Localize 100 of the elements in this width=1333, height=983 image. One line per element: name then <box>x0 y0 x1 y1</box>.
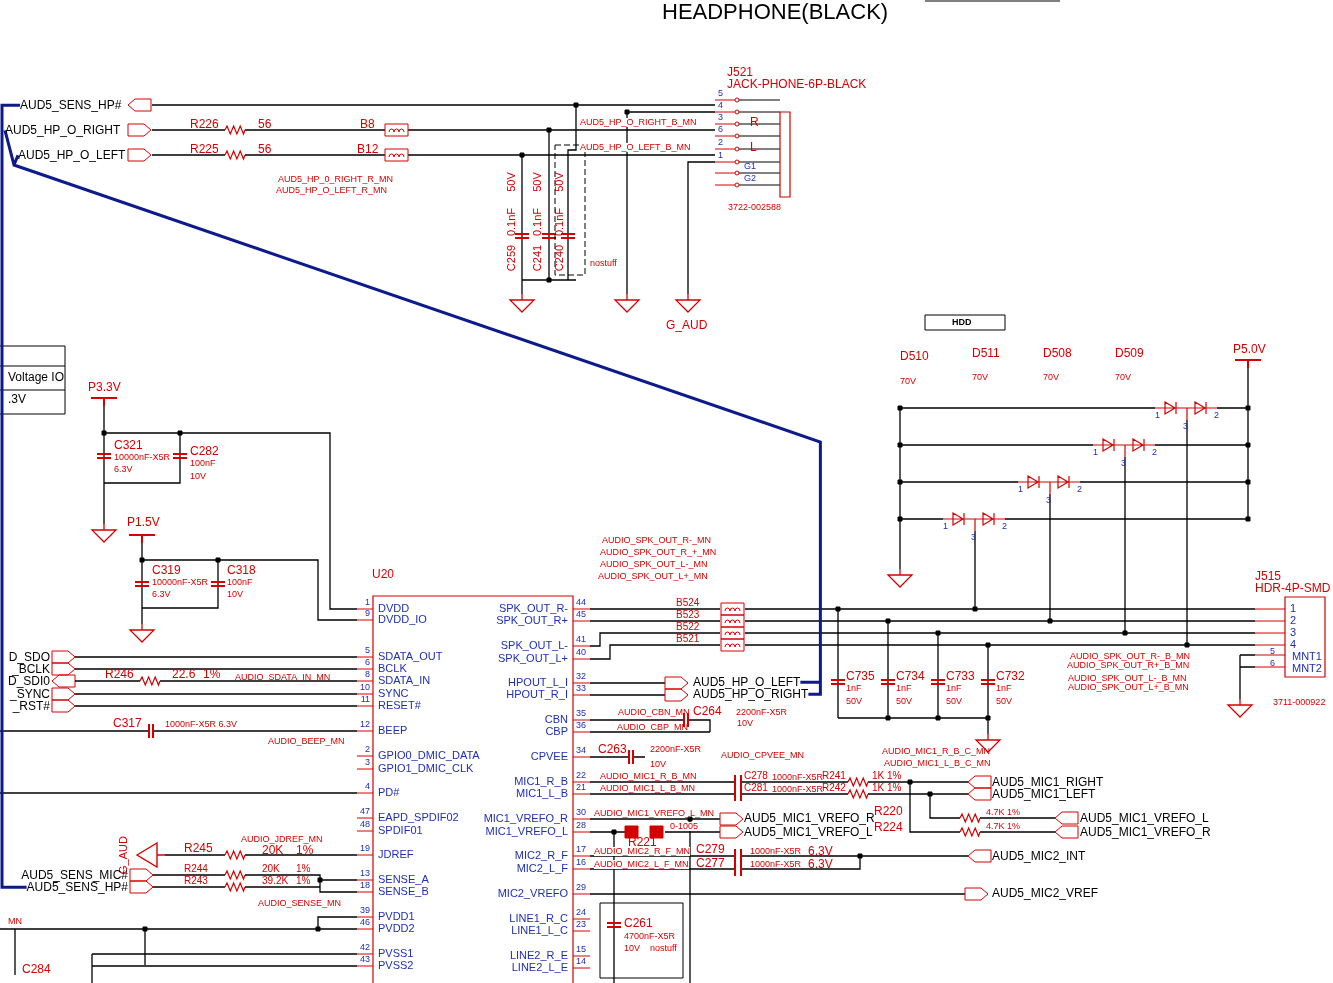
part-label: L <box>750 141 757 154</box>
pin-label: LINE1_R_C <box>509 913 568 925</box>
pin-label: PVSS2 <box>378 960 414 972</box>
signal-label: _RST# <box>12 700 50 713</box>
pin-label: SDATA_OUT <box>378 651 443 663</box>
pin-label: 6 <box>365 658 370 668</box>
pin-label: DVDD_IO <box>378 614 427 626</box>
pin-label: G2 <box>744 174 756 184</box>
pin-label: GPIO0_DMIC_DATA <box>378 750 480 762</box>
value-label: 10V <box>650 760 666 770</box>
pin-label: PD# <box>378 787 400 799</box>
part-label: HDR-4P-SMD <box>1255 582 1331 595</box>
pin-label: G1 <box>744 162 756 172</box>
pin-label: CBN <box>544 714 568 726</box>
pin-label: 3 <box>365 758 370 768</box>
part-label: D508 <box>1043 347 1072 360</box>
value-label: AUDIO_SPK_OUT_R-_MN <box>602 536 712 546</box>
part-label: R243 <box>184 876 208 887</box>
value-label: AUDIO_MIC1_L_B_C_MN <box>884 759 991 769</box>
part-label: 6.3V <box>808 845 833 858</box>
pin-label: 34 <box>576 746 586 756</box>
pin-label: SPK_OUT_R+ <box>496 615 568 627</box>
pin-label: 2 <box>1152 448 1157 458</box>
part-label: 56 <box>258 143 272 156</box>
signal-label: AUD5_MIC2_INT <box>992 850 1086 863</box>
signal-label: D_SDI0 <box>7 675 50 688</box>
part-label: J521 <box>727 66 754 79</box>
value-label: AUDIO_MIC2_L_F_MN <box>594 860 689 870</box>
pin-label: 28 <box>576 821 586 831</box>
value-label: AUD5_HP_O_LEFT_B_MN <box>580 143 691 153</box>
part-label: 50V <box>532 172 544 192</box>
pin-label: 1 <box>1018 485 1023 495</box>
value-label: AUDIO_MIC1_VREFO_L_MN <box>594 809 715 819</box>
pin-label: 2 <box>718 138 723 148</box>
pin-label: 22 <box>576 771 586 781</box>
part-label: 20K <box>262 844 284 857</box>
pin-label: HPOUT_R_I <box>506 689 568 701</box>
pin-label: 19 <box>360 844 370 854</box>
pin-label: 13 <box>360 869 370 879</box>
pin-label: 10 <box>360 683 370 693</box>
connector-line <box>3 128 822 696</box>
signal-label: AUD5_MIC1_VREFO_R <box>1080 826 1211 839</box>
pin-label: 3 <box>1183 422 1188 432</box>
value-label: 1000nF-X5R <box>750 847 802 857</box>
value-label: 1nF <box>846 684 862 694</box>
part-label: P3.3V <box>88 381 121 394</box>
pin-label: 4 <box>365 782 370 792</box>
pin-label: 6 <box>718 125 723 135</box>
signal-label: HDD <box>952 318 972 328</box>
value-label: 10V <box>227 590 243 600</box>
part-label: 1K 1% <box>872 771 902 782</box>
pin-label: PVDD1 <box>378 911 415 923</box>
pin-label: 2 <box>365 745 370 755</box>
port-label: AUD5_HP_O_RIGHT <box>5 124 121 137</box>
pin-label: 47 <box>360 807 370 817</box>
pin-label: 1 <box>943 522 948 532</box>
pin-label: 3 <box>1121 459 1126 469</box>
part-label: C733 <box>946 670 975 683</box>
value-label: 4700nF-X5R <box>624 932 676 942</box>
part-label: 6.3V <box>808 858 833 871</box>
pin-label: SPK_OUT_L- <box>500 640 568 652</box>
pin-label: 8 <box>365 670 370 680</box>
pin-label: MIC1_VREFO_L <box>485 826 568 838</box>
part-label: P1.5V <box>127 516 160 529</box>
value-label: 70V <box>900 377 916 387</box>
part-label: 1% <box>203 668 221 681</box>
value-label: 10000nF-X5R <box>114 453 171 463</box>
pin-label: BCLK <box>378 663 407 675</box>
connector-line <box>0 103 27 889</box>
part-label: 1% <box>296 864 311 875</box>
value-label: AUDIO_MIC1_R_B_MN <box>600 772 697 782</box>
part-label: 20K <box>262 864 280 875</box>
part-label: C732 <box>996 670 1025 683</box>
part-label: R224 <box>874 821 903 834</box>
pin-label: 32 <box>576 672 586 682</box>
value-label: 6.3V <box>152 590 171 600</box>
pin-label: 44 <box>576 598 586 608</box>
value-label: 10V <box>190 472 206 482</box>
pin-label: MNT1 <box>1292 651 1322 663</box>
value-label: 10000nF-X5R <box>152 578 209 588</box>
part-label: D509 <box>1115 347 1144 360</box>
value-label: 1000nF-X5R <box>772 773 824 783</box>
value-label: AUDIO_MIC2_R_F_MN <box>594 847 691 857</box>
part-label: R242 <box>822 783 846 794</box>
pin-label: SPK_OUT_L+ <box>498 653 568 665</box>
pin-label: DVDD <box>378 603 410 615</box>
value-label: AUDIO_JDREF_MN <box>241 835 323 845</box>
pin-label: 12 <box>360 720 370 730</box>
pin-label: 3 <box>971 533 976 543</box>
part-label: C259 <box>506 244 518 272</box>
part-label: B12 <box>357 143 379 156</box>
part-label: B8 <box>360 118 375 131</box>
part-label: J515 <box>1255 570 1282 583</box>
port-label: AUD5_SENS_HP# <box>20 99 122 112</box>
value-label: 70V <box>1043 373 1059 383</box>
pin-label: MIC1_R_B <box>514 776 568 788</box>
part-label: P5.0V <box>1233 343 1266 356</box>
port-label: AUD5_HP_O_RIGHT <box>693 688 809 701</box>
value-label: nostuff <box>650 944 677 954</box>
pin-label: LINE1_L_C <box>511 925 568 937</box>
